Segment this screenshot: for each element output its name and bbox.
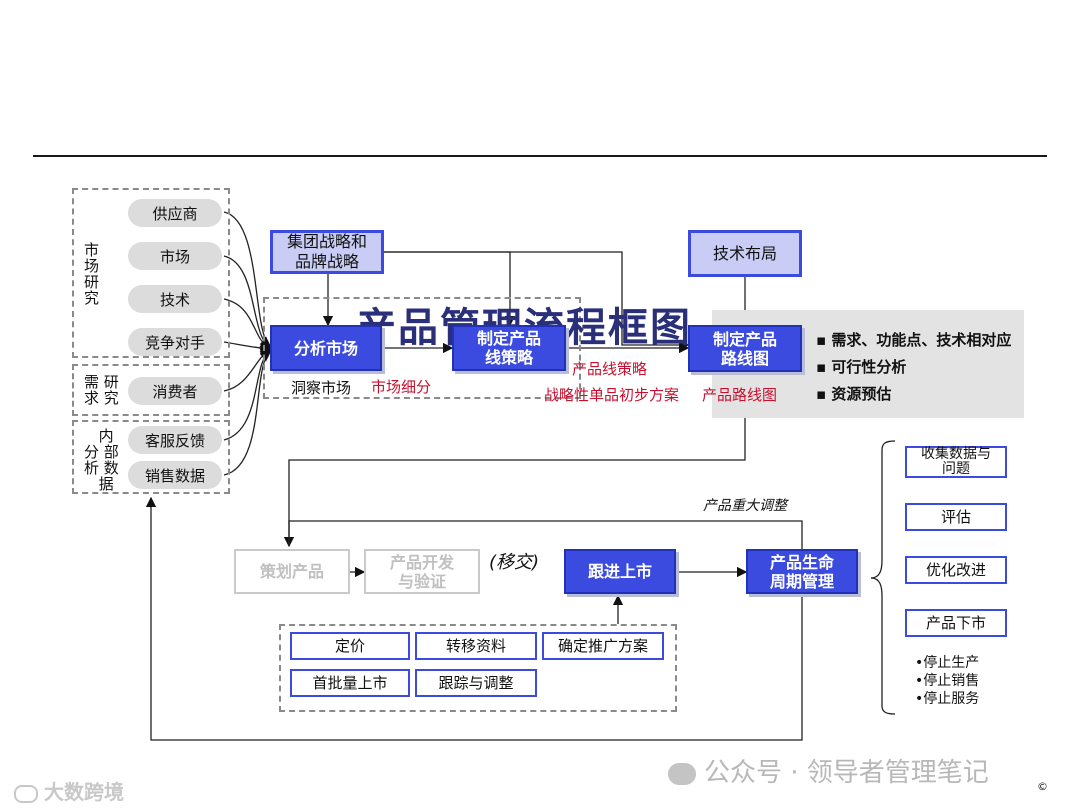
step-delist: 产品下市 bbox=[905, 609, 1007, 637]
develop-verify-box: 产品开发 与验证 bbox=[364, 549, 480, 594]
pill-supplier: 供应商 bbox=[128, 199, 222, 227]
internal-analysis-label: 内 分 部 析 数 据 bbox=[84, 427, 119, 493]
corner-watermark-text: 大数跨境 bbox=[44, 780, 124, 804]
internal-analysis-group bbox=[72, 420, 230, 494]
roadmap-note-2: ▪ 可行性分析 bbox=[816, 356, 906, 377]
roadmap-note-text: 资源预估 bbox=[831, 385, 892, 403]
bullet-icon: ▪ bbox=[816, 385, 832, 403]
strategy-dashed-frame bbox=[263, 297, 581, 399]
step-optimize: 优化改进 bbox=[905, 556, 1007, 584]
bullet-icon: ▪ bbox=[816, 358, 832, 376]
delist-stop-sales: •停止销售 bbox=[915, 673, 980, 689]
copyright-mark: © bbox=[1037, 780, 1048, 793]
task-first-batch-launch: 首批量上市 bbox=[290, 669, 410, 697]
follow-launch-box: 跟进上市 bbox=[564, 549, 676, 594]
task-pricing: 定价 bbox=[290, 632, 410, 660]
delist-stop-service: •停止服务 bbox=[915, 691, 980, 707]
watermark-logo-icon bbox=[14, 784, 38, 803]
task-transfer-docs: 转移资料 bbox=[415, 632, 537, 660]
segment-label: 市场细分 bbox=[371, 378, 432, 396]
insight-label: 洞察市场 bbox=[291, 379, 352, 397]
group-strategy-box: 集团战略和 品牌战略 bbox=[270, 230, 384, 274]
roadmap-box: 制定产品 路线图 bbox=[688, 325, 802, 372]
task-track-adjust: 跟踪与调整 bbox=[415, 669, 537, 697]
roadmap-note-1: ▪ 需求、功能点、技术相对应 bbox=[816, 329, 1011, 350]
line-strategy-output: 产品线策略 bbox=[572, 360, 648, 378]
corner-watermark: 大数跨境 bbox=[14, 776, 124, 805]
roadmap-note-3: ▪ 资源预估 bbox=[816, 383, 891, 404]
demand-research-label: 需 研 求 究 bbox=[84, 373, 119, 407]
pill-technology: 技术 bbox=[128, 285, 222, 313]
pill-market: 市场 bbox=[128, 242, 222, 270]
market-research-label: 市 场 研 究 bbox=[84, 241, 100, 307]
wechat-watermark: 公众号 · 领导者管理笔记 bbox=[668, 752, 989, 789]
plan-product-box: 策划产品 bbox=[234, 549, 350, 594]
major-adjust-label: 产品重大调整 bbox=[703, 498, 787, 514]
roadmap-output: 产品路线图 bbox=[702, 386, 778, 404]
roadmap-note-text: 需求、功能点、技术相对应 bbox=[831, 331, 1012, 349]
market-research-group bbox=[72, 188, 230, 358]
bullet-icon: ▪ bbox=[816, 331, 832, 349]
delist-stop-production: •停止生产 bbox=[915, 655, 980, 671]
step-collect-data: 收集数据与 问题 bbox=[905, 446, 1007, 478]
task-promotion-plan: 确定推广方案 bbox=[542, 632, 664, 660]
roadmap-note-text: 可行性分析 bbox=[831, 358, 907, 376]
lifecycle-box: 产品生命 周期管理 bbox=[746, 549, 858, 594]
demand-research-group bbox=[72, 364, 230, 416]
handover-label: (移交) bbox=[489, 552, 540, 573]
line-strategy-box: 制定产品 线策略 bbox=[452, 325, 566, 371]
step-evaluate: 评估 bbox=[905, 503, 1007, 531]
launch-tasks-group bbox=[279, 624, 677, 712]
pill-competitor: 竞争对手 bbox=[128, 328, 222, 356]
tech-layout-box: 技术布局 bbox=[688, 230, 802, 277]
single-product-plan-output: 战略性单品初步方案 bbox=[544, 386, 680, 404]
wechat-icon bbox=[668, 762, 696, 785]
analyze-market-box: 分析市场 bbox=[270, 325, 382, 371]
pill-sales-data: 销售数据 bbox=[128, 461, 222, 489]
pill-consumer: 消费者 bbox=[128, 377, 222, 405]
pill-service-feedback: 客服反馈 bbox=[128, 426, 222, 454]
wechat-watermark-text: 公众号 · 领导者管理笔记 bbox=[704, 758, 989, 788]
header-divider bbox=[33, 155, 1047, 157]
